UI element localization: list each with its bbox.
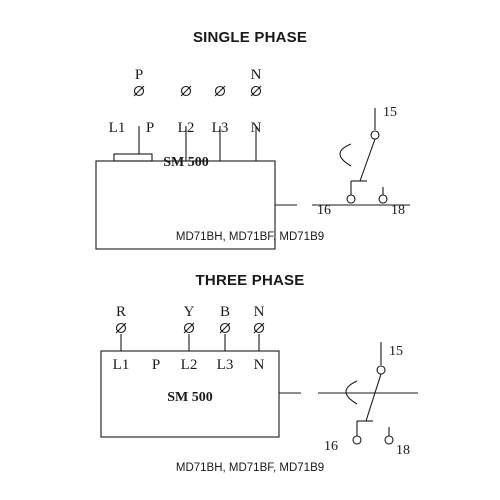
terminal-label-p: P (152, 357, 160, 373)
terminal-screw-icon (115, 322, 127, 334)
terminal-label-n: N (251, 120, 262, 136)
terminal-label-l2: L2 (178, 120, 195, 136)
terminal-screw-icon (133, 85, 145, 97)
terminal-label-l3: L3 (212, 120, 229, 136)
single-phase-models: MD71BH, MD71BF, MD71B9 (175, 231, 325, 243)
terminal-screw-icon (180, 85, 192, 97)
terminal-screw-icon (183, 322, 195, 334)
device-label: SM 500 (163, 155, 209, 170)
three-phase-diagram: R Y B N L1 P L2 L3 N SM 500 15 16 18 (100, 304, 418, 458)
supply-label-n: N (251, 67, 262, 83)
device-label: SM 500 (167, 390, 213, 405)
terminal-screw-icon (253, 322, 265, 334)
terminal-label-l3: L3 (217, 357, 234, 373)
contact-number-18: 18 (396, 443, 410, 458)
changeover-contact-icon (339, 108, 388, 204)
single-phase-heading: SINGLE PHASE (192, 29, 308, 46)
terminal-label-l1: L1 (113, 357, 130, 373)
supply-label-p: P (135, 67, 143, 83)
contact-number-18: 18 (391, 203, 405, 218)
supply-label-n: N (254, 304, 265, 320)
three-phase-heading: THREE PHASE (195, 272, 305, 289)
single-phase-link-box (113, 153, 153, 162)
terminal-screw-icon (219, 322, 231, 334)
contact-number-15: 15 (389, 344, 403, 359)
terminal-label-n: N (254, 357, 265, 373)
supply-label-b: B (220, 304, 230, 320)
terminal-label-l2: L2 (181, 357, 198, 373)
contact-number-16: 16 (324, 439, 338, 454)
single-phase-diagram: P N L1 P L2 L3 N SM 500 15 16 18 (95, 67, 410, 250)
changeover-contact-icon (345, 342, 394, 445)
contact-number-15: 15 (383, 105, 397, 120)
three-phase-device-box (100, 350, 280, 438)
contact-number-16: 16 (317, 203, 331, 218)
supply-label-r: R (116, 304, 126, 320)
terminal-screw-icon (250, 85, 262, 97)
terminal-label-l1: L1 (109, 120, 126, 136)
terminal-screw-icon (214, 85, 226, 97)
terminal-label-p: P (146, 120, 154, 136)
three-phase-models: MD71BH, MD71BF, MD71B9 (175, 462, 325, 474)
supply-label-y: Y (184, 304, 195, 320)
